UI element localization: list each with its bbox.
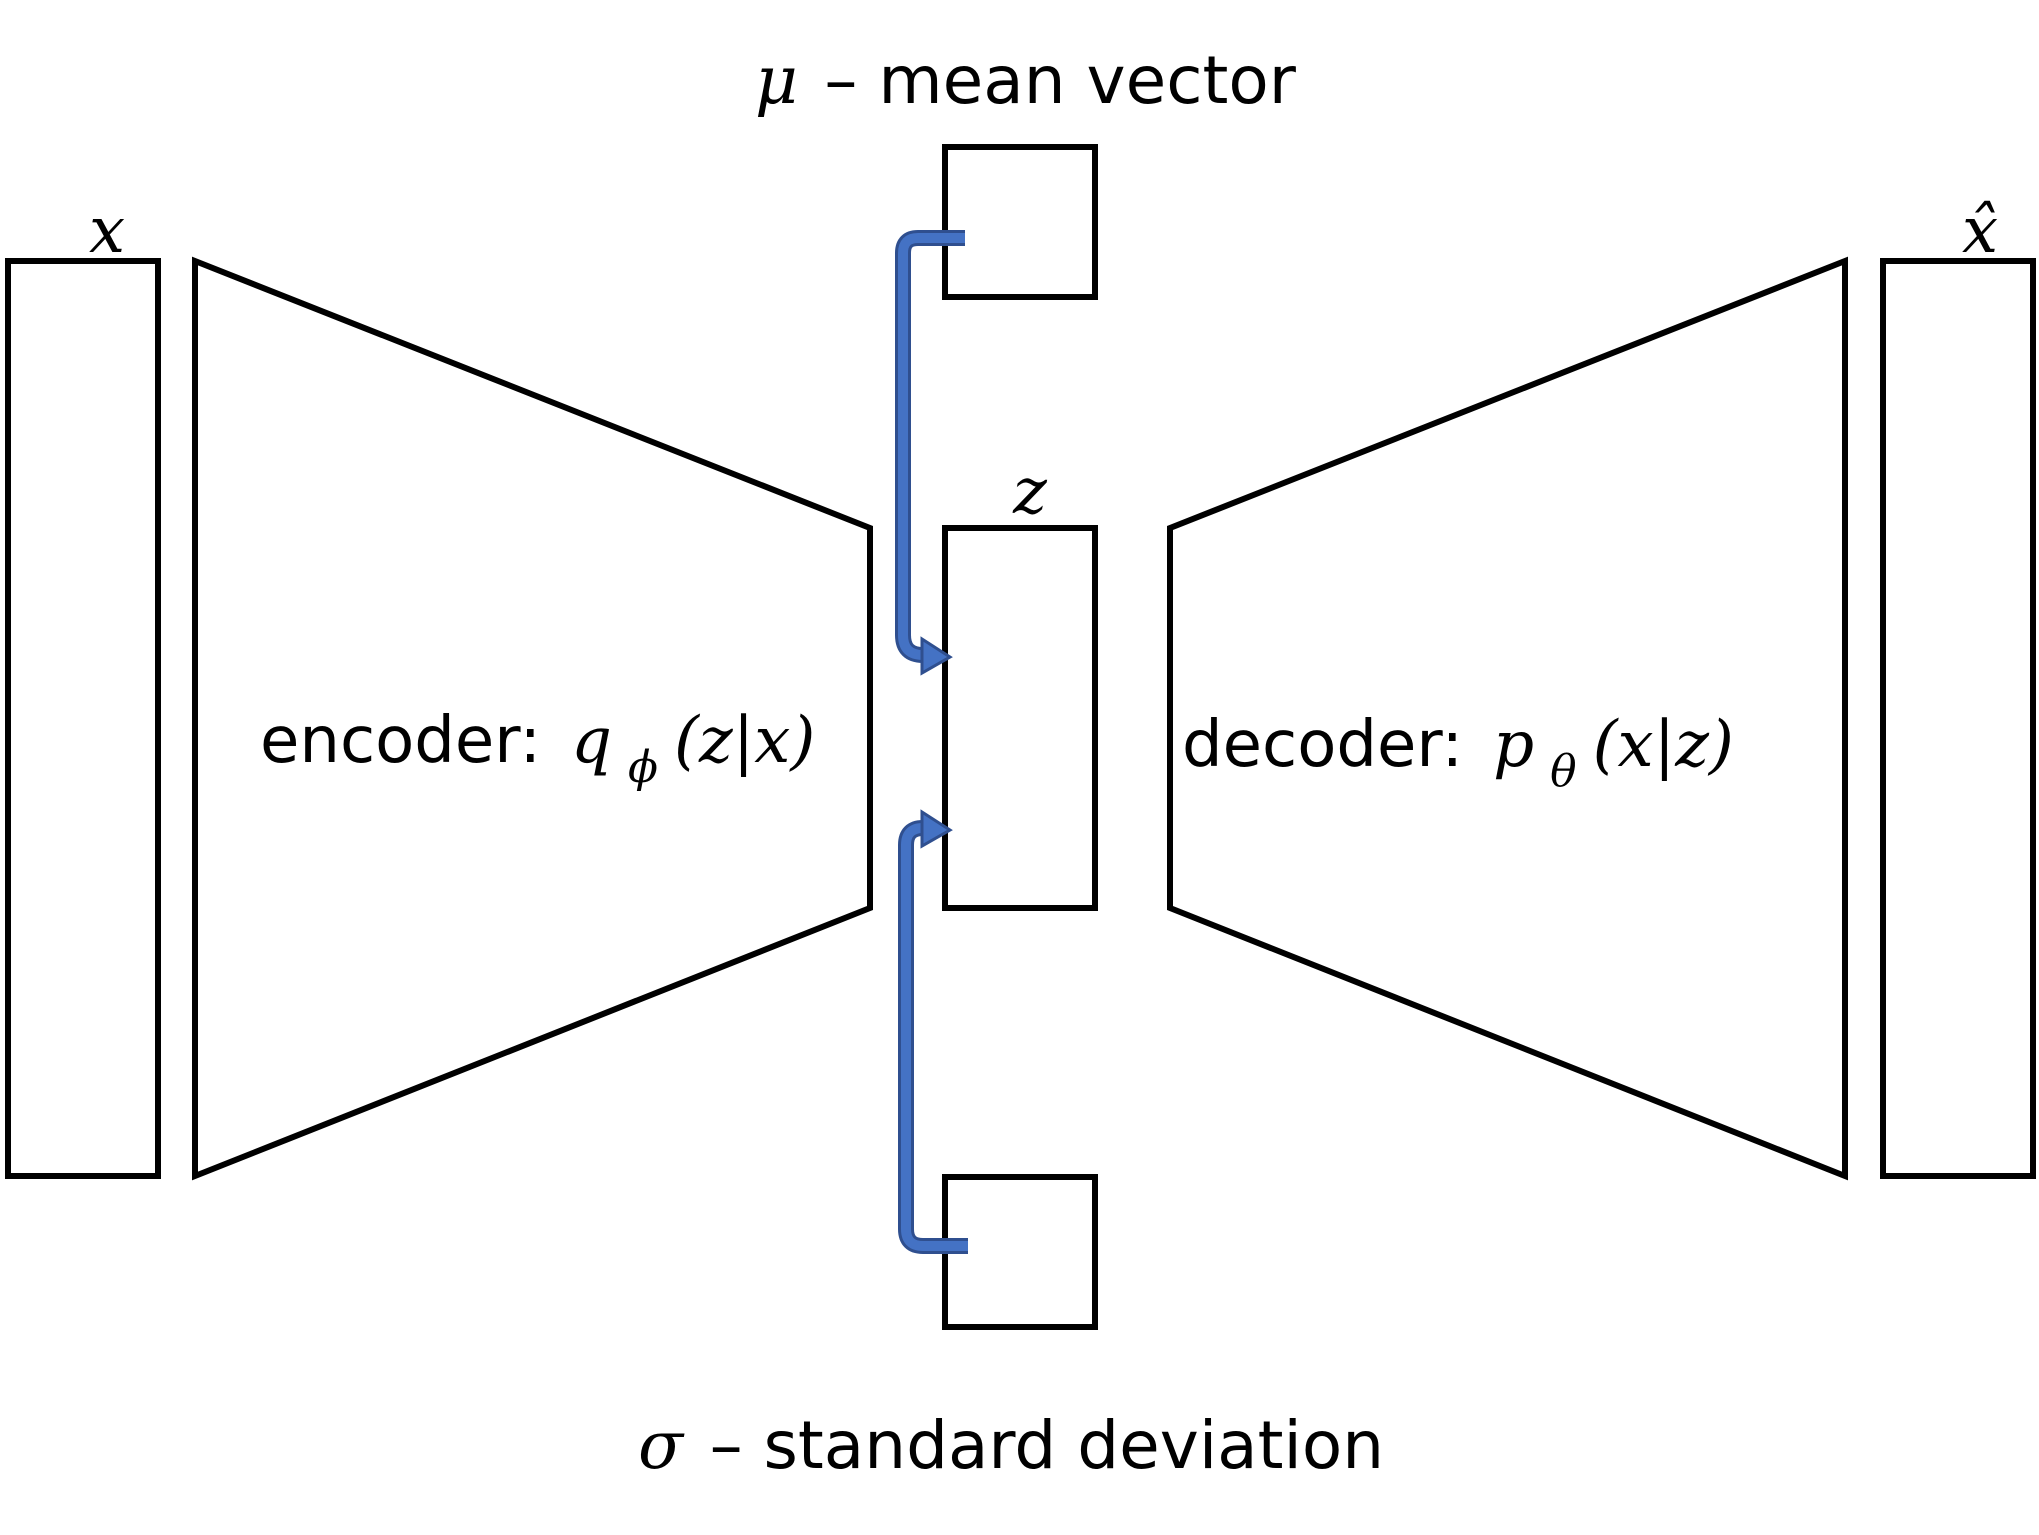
- decoder-p-symbol: p: [1493, 708, 1534, 782]
- output-x-hat-label: x̂: [1962, 194, 1998, 268]
- mu-description: – mean vector: [824, 42, 1296, 119]
- encoder-label: encoder: q ϕ (z|x): [260, 704, 815, 796]
- mu-symbol: μ: [755, 42, 798, 119]
- input-x-label: x: [89, 194, 125, 268]
- mu-to-z-arrow: [895, 230, 965, 676]
- decoder-label: decoder: p θ (x|z): [1182, 708, 1734, 800]
- encoder-trapezoid: [192, 256, 873, 1181]
- encoder-phi-subscript: ϕ: [628, 742, 658, 793]
- sigma-to-z-arrow: [898, 809, 968, 1254]
- encoder-args: (z|x): [674, 704, 815, 778]
- latent-z-label: z: [1012, 455, 1048, 529]
- decoder-word: decoder:: [1182, 708, 1463, 782]
- sigma-label: σ – standard deviation: [638, 1407, 1384, 1484]
- sigma-arrow-head: [920, 809, 953, 849]
- latent-z-box: [942, 525, 1098, 911]
- sigma-box: [942, 1174, 1098, 1330]
- mu-box: [942, 144, 1098, 300]
- input-x-box: [5, 258, 161, 1179]
- mu-arrow-head: [920, 636, 953, 676]
- encoder-q-symbol: q: [571, 704, 612, 778]
- decoder-trapezoid: [1167, 256, 1848, 1181]
- output-x-hat-box: [1880, 258, 2036, 1179]
- encoder-word: encoder:: [260, 704, 541, 778]
- sigma-description: – standard deviation: [710, 1407, 1384, 1484]
- mu-label: μ – mean vector: [755, 42, 1297, 119]
- sigma-symbol: σ: [638, 1407, 685, 1484]
- decoder-args: (x|z): [1593, 708, 1734, 782]
- decoder-theta-subscript: θ: [1550, 746, 1577, 797]
